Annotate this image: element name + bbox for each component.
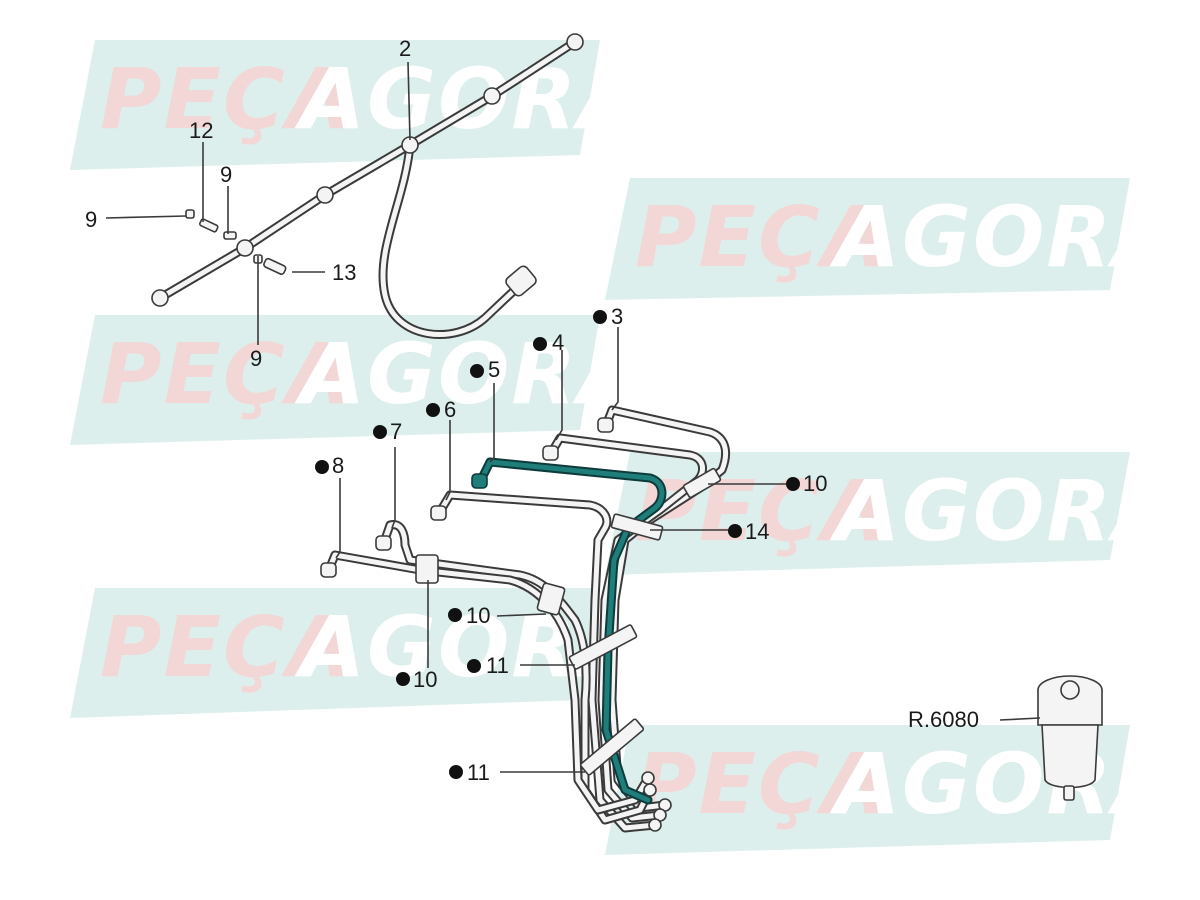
banjo-bolt bbox=[199, 218, 219, 233]
callout-5: 5 bbox=[488, 357, 500, 382]
callout-9: 9 bbox=[220, 162, 232, 187]
banjo-fitting bbox=[151, 289, 169, 307]
watermark: PEÇA AGORA PEÇA AGORA PEÇA AGORA PEÇA AG… bbox=[70, 40, 1180, 855]
banjo-fitting bbox=[316, 186, 334, 204]
clamp bbox=[610, 513, 664, 541]
watermark-band bbox=[70, 588, 600, 718]
callout-13: 13 bbox=[332, 260, 356, 285]
washer bbox=[223, 231, 237, 240]
injector-pipes bbox=[320, 405, 731, 833]
watermark-band bbox=[605, 725, 1130, 855]
drain-plug bbox=[1063, 785, 1075, 801]
callout-8: 8 bbox=[332, 453, 344, 478]
clamp bbox=[568, 624, 638, 670]
fuel-filter bbox=[1037, 675, 1103, 801]
callout-2: 2 bbox=[399, 36, 411, 61]
watermark-text: PEÇA bbox=[100, 325, 354, 423]
callout-10: 10 bbox=[466, 603, 490, 628]
filter-inlet bbox=[1060, 680, 1080, 700]
watermark-band bbox=[70, 40, 600, 170]
banjo-fitting bbox=[483, 87, 501, 105]
callout-10: 10 bbox=[803, 471, 827, 496]
pipe-nut bbox=[320, 562, 337, 578]
watermark-band bbox=[605, 178, 1130, 300]
callout-4: 4 bbox=[552, 330, 564, 355]
watermark-text: PEÇA bbox=[635, 462, 889, 560]
pipe-end-fitting bbox=[648, 818, 662, 832]
clamp bbox=[579, 718, 645, 776]
pipe-nut bbox=[597, 417, 614, 433]
watermark-text: AGORA bbox=[829, 188, 1180, 286]
callout-7: 7 bbox=[390, 419, 402, 444]
washer bbox=[185, 209, 195, 219]
callout-9: 9 bbox=[250, 346, 262, 371]
watermark-text: PEÇA bbox=[635, 188, 889, 286]
clamp bbox=[682, 467, 722, 499]
watermark-text: PEÇA bbox=[100, 50, 354, 148]
hose-connector bbox=[505, 265, 537, 297]
callout-ref: R.6080 bbox=[908, 707, 979, 732]
clamp bbox=[536, 582, 566, 616]
watermark-text: PEÇA bbox=[100, 598, 354, 696]
pipe-nut bbox=[471, 473, 488, 489]
callout-dots bbox=[315, 310, 800, 779]
callouts: 2 12 9 9 13 9 3 4 5 6 7 8 10 14 10 10 11… bbox=[85, 36, 979, 785]
clamp bbox=[415, 554, 439, 584]
callout-12: 12 bbox=[189, 118, 213, 143]
watermark-text: AGORA bbox=[294, 325, 645, 423]
callout-6: 6 bbox=[444, 397, 456, 422]
filter-bowl bbox=[1041, 724, 1099, 789]
watermark-text: AGORA bbox=[294, 50, 645, 148]
return-line-part-2 bbox=[151, 33, 584, 339]
callout-11: 11 bbox=[467, 760, 490, 785]
pipe-end-fitting bbox=[643, 783, 657, 797]
pipe-nut bbox=[375, 535, 392, 551]
callout-14: 14 bbox=[745, 519, 769, 544]
watermark-text: AGORA bbox=[829, 462, 1180, 560]
banjo-bolt bbox=[263, 257, 287, 275]
watermark-text: AGORA bbox=[829, 735, 1180, 833]
pipe-nut bbox=[542, 445, 559, 461]
pipe-nut bbox=[430, 505, 447, 521]
callout-11: 11 bbox=[486, 653, 509, 678]
callout-10: 10 bbox=[413, 667, 437, 692]
watermark-text: PEÇA bbox=[635, 735, 889, 833]
callout-3: 3 bbox=[611, 304, 623, 329]
banjo-fitting bbox=[566, 33, 584, 51]
watermark-band bbox=[605, 452, 1130, 575]
callout-9: 9 bbox=[85, 207, 97, 232]
banjo-fitting bbox=[236, 239, 254, 257]
pipe-end-fitting bbox=[641, 771, 655, 785]
watermark-band bbox=[70, 315, 600, 445]
leader-lines bbox=[105, 61, 1041, 773]
